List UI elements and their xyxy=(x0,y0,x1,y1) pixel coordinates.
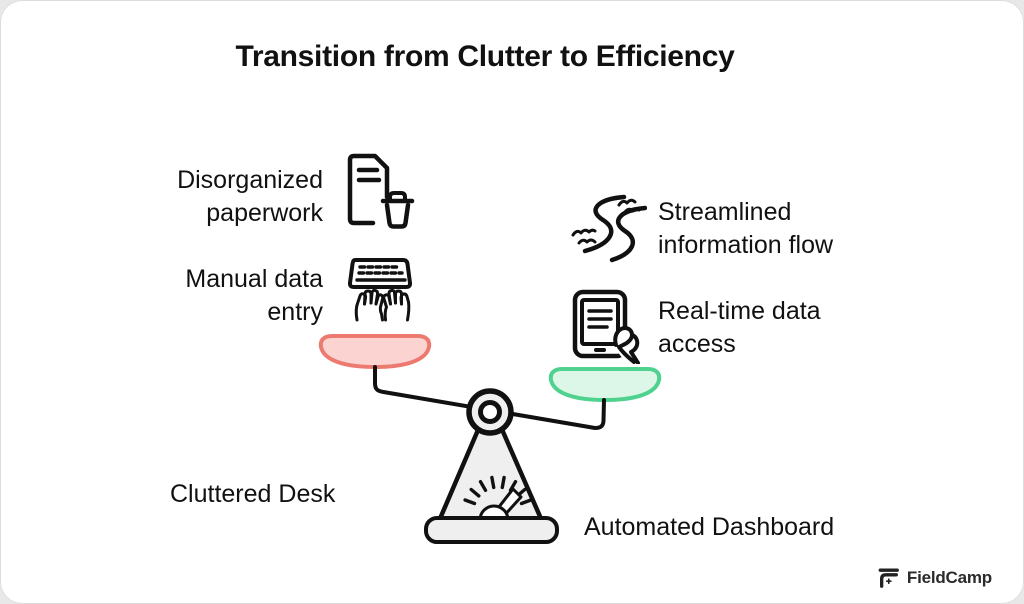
document-trash-icon xyxy=(339,151,425,231)
page-title: Transition from Clutter to Efficiency xyxy=(235,40,735,73)
label-manual-data-entry: Manual data entry xyxy=(185,265,323,326)
tablet-hand-icon xyxy=(570,288,642,364)
caption-automated-dashboard: Automated Dashboard xyxy=(584,513,835,541)
stream-icon xyxy=(567,191,647,263)
keyboard-typing-icon xyxy=(344,257,416,323)
label-streamlined-information-flow: Streamlined information flow xyxy=(658,198,834,259)
caption-cluttered-desk: Cluttered Desk xyxy=(170,480,336,508)
label-disorganized-paperwork: Disorganized paperwork xyxy=(177,166,323,227)
fieldcamp-logo: FieldCamp xyxy=(878,567,992,589)
label-real-time-data-access: Real-time data access xyxy=(658,297,821,358)
brand-name: FieldCamp xyxy=(906,568,992,587)
fieldcamp-logo-icon xyxy=(878,567,900,589)
